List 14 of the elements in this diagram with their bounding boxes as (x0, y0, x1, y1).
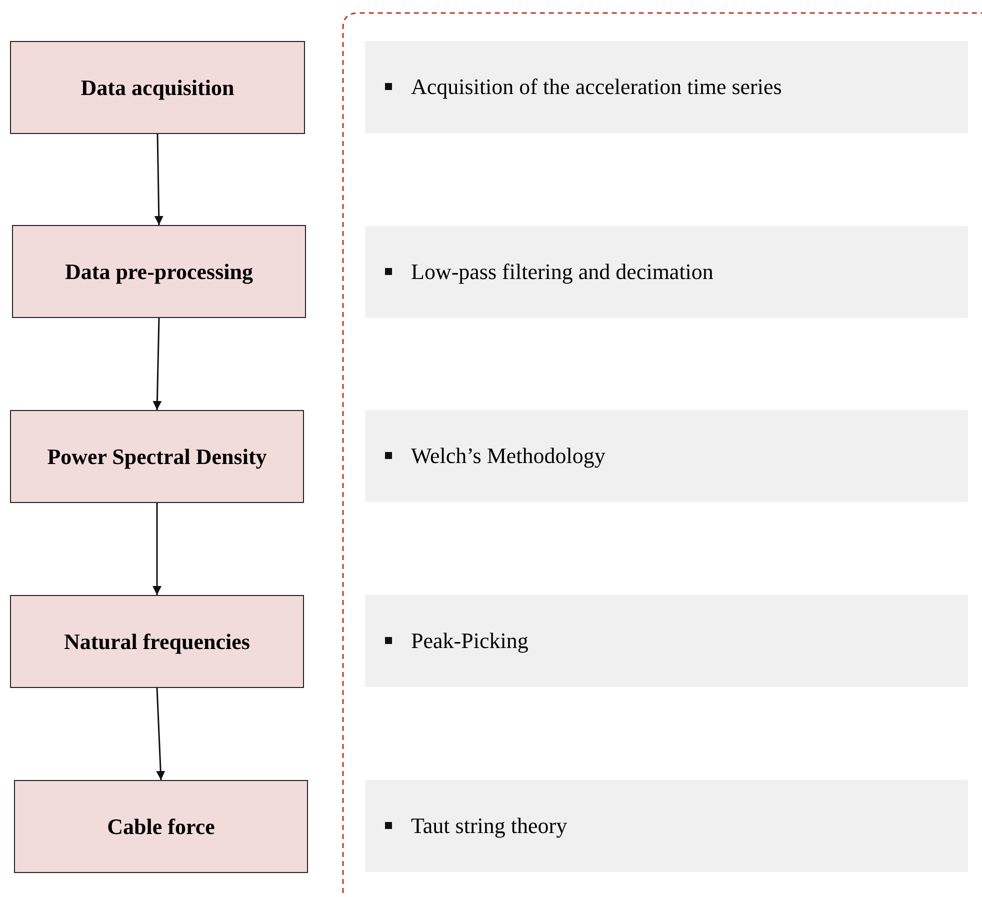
description-panel: Taut string theory (365, 780, 968, 872)
process-box: Cable force (14, 780, 308, 873)
process-box: Natural frequencies (10, 595, 304, 688)
arrow (152, 503, 162, 595)
process-box: Power Spectral Density (10, 410, 304, 503)
arrow (156, 688, 166, 780)
process-box: Data acquisition (10, 41, 305, 134)
description-panel: Welch’s Methodology (365, 410, 968, 502)
arrow (152, 318, 162, 410)
description-panel: Peak-Picking (365, 595, 968, 687)
arrow (154, 134, 164, 226)
description-panel: Acquisition of the acceleration time series (365, 41, 968, 133)
description-panel: Low-pass filtering and decimation (365, 226, 968, 318)
process-box: Data pre-processing (12, 225, 306, 318)
